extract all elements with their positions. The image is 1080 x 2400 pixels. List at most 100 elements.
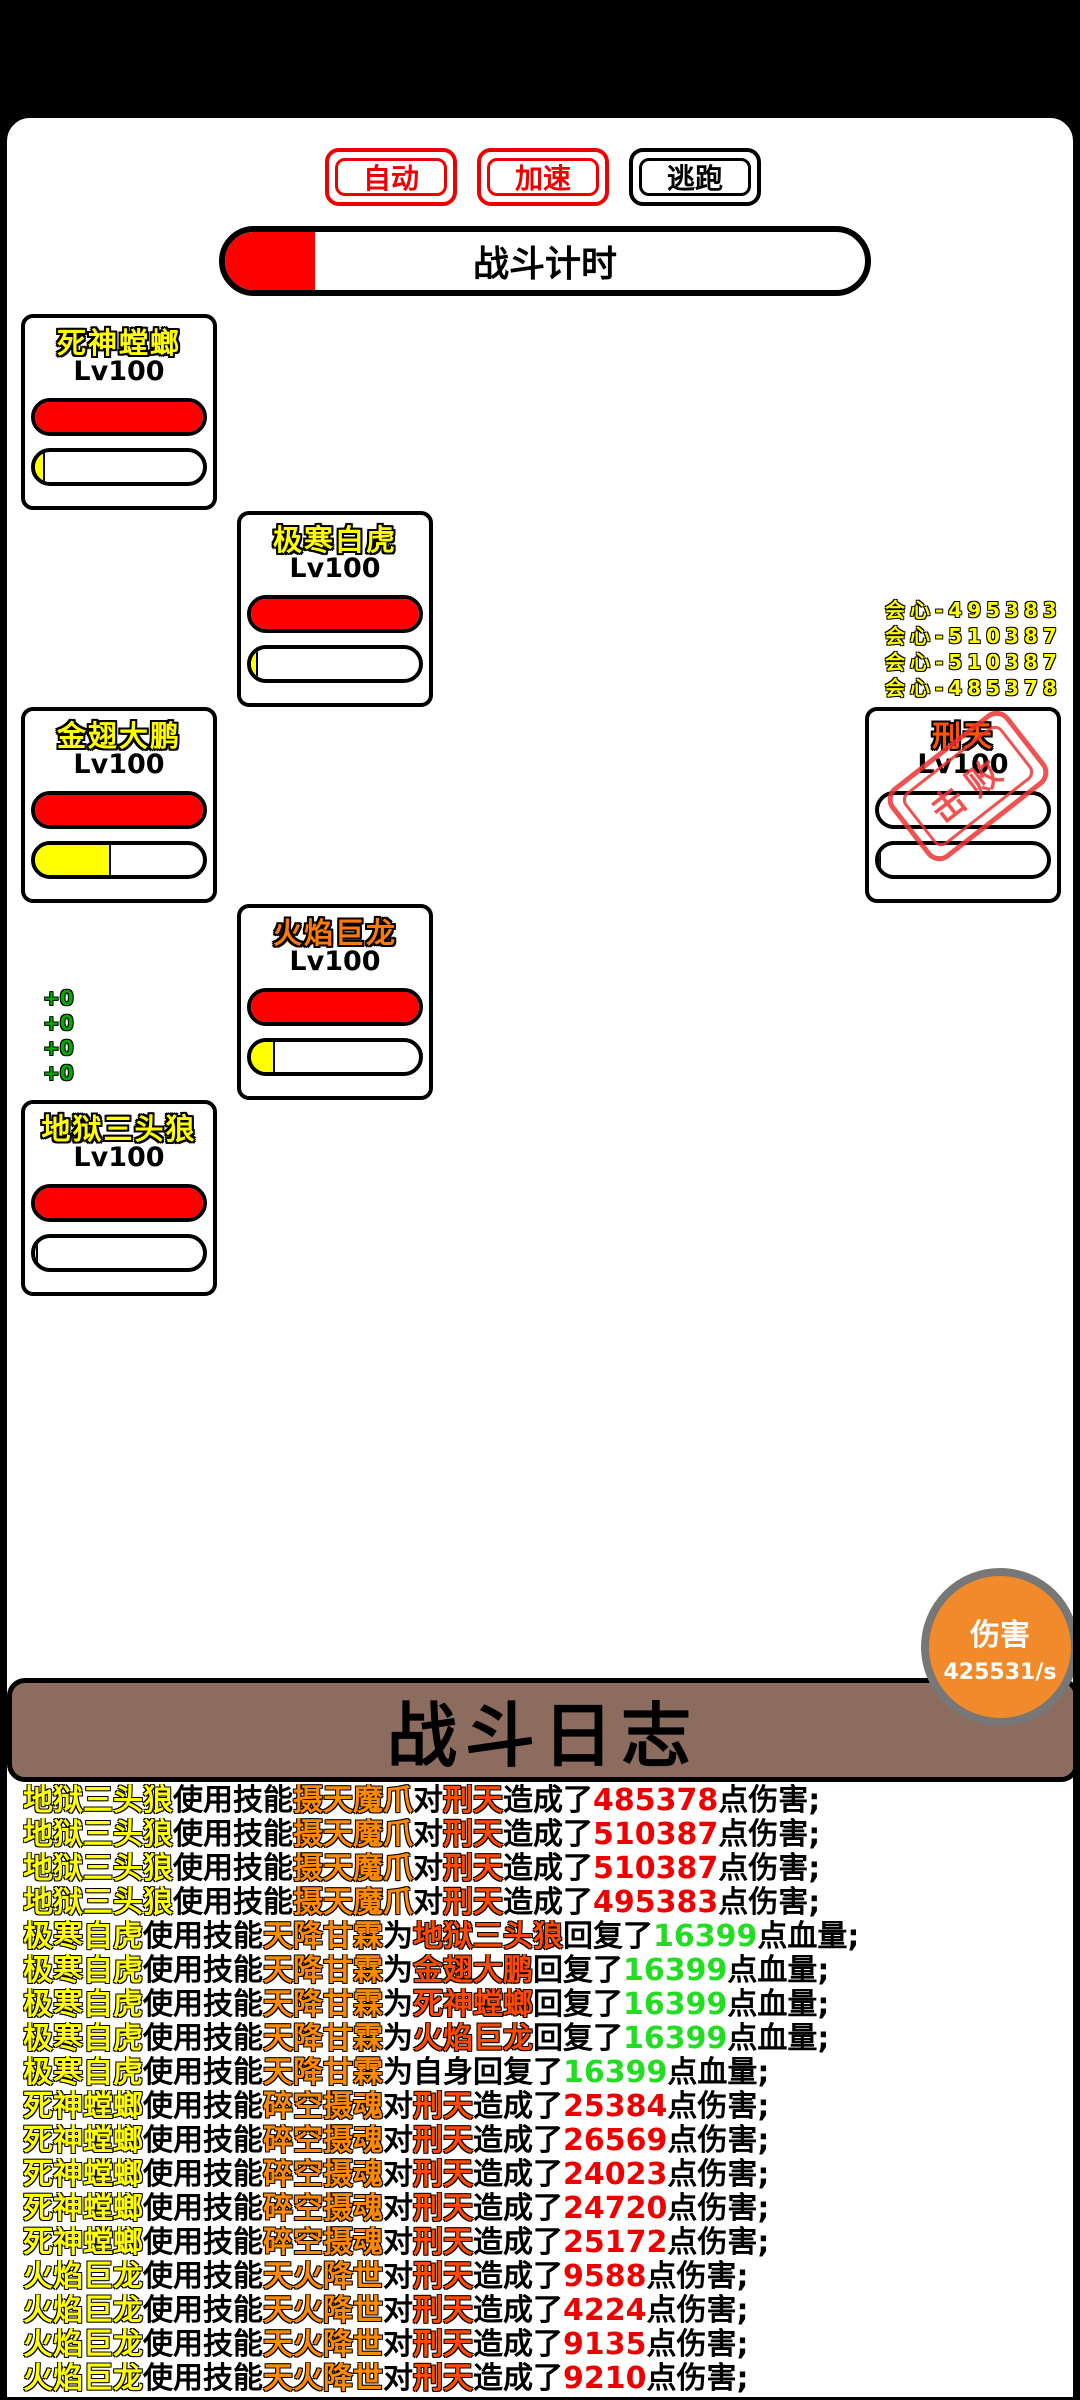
- log-entry: 死神螳螂使用技能碎空摄魂对刑天造成了25172点伤害;: [23, 2226, 1073, 2260]
- log-unit: 点伤害;: [667, 2090, 770, 2124]
- unit-card-golden-roc[interactable]: 金翅大鹏 Lv100: [21, 707, 217, 903]
- log-prep: 对: [383, 2362, 413, 2396]
- log-skill: 碎空摄魂: [263, 2158, 383, 2192]
- log-prep: 对: [383, 2226, 413, 2260]
- log-verb: 使用技能: [173, 1818, 293, 1852]
- heal-popup: +0: [43, 1011, 74, 1035]
- log-actor: 极寒自虎: [23, 1954, 143, 1988]
- log-actor: 地狱三头狼: [23, 1784, 173, 1818]
- log-unit: 点血量;: [727, 1954, 830, 1988]
- log-action: 造成了: [473, 2090, 563, 2124]
- log-verb: 使用技能: [143, 2056, 263, 2090]
- unit-card-death-mantis[interactable]: 死神螳螂 Lv100: [21, 314, 217, 510]
- log-amount: 16399: [653, 1920, 758, 1954]
- log-skill: 摄天魔爪: [293, 1852, 413, 1886]
- enemy-hp-bar: [875, 791, 1051, 829]
- log-target: 刑天: [413, 2328, 473, 2362]
- unit-level: Lv100: [73, 1142, 165, 1173]
- log-target: 金翅大鹏: [413, 1954, 533, 1988]
- log-action: 造成了: [503, 1886, 593, 1920]
- log-skill: 摄天魔爪: [293, 1818, 413, 1852]
- log-target: 刑天: [413, 2362, 473, 2396]
- hp-bar: [247, 595, 423, 633]
- log-amount: 4224: [563, 2294, 647, 2328]
- log-action: 造成了: [473, 2362, 563, 2396]
- log-actor: 地狱三头狼: [23, 1886, 173, 1920]
- log-unit: 点伤害;: [646, 2260, 749, 2294]
- dps-button[interactable]: 伤害 425531/s: [921, 1568, 1073, 1726]
- log-skill: 摄天魔爪: [293, 1886, 413, 1920]
- log-prep: 为: [383, 2022, 413, 2056]
- log-skill: 碎空摄魂: [263, 2124, 383, 2158]
- crit-damage-popup: 会心-510387: [885, 624, 1062, 648]
- log-actor: 火焰巨龙: [23, 2294, 143, 2328]
- hp-bar: [247, 988, 423, 1026]
- log-skill: 天降甘霖: [263, 1988, 383, 2022]
- hp-bar: [31, 1184, 207, 1222]
- flee-button[interactable]: 逃跑: [629, 148, 761, 206]
- log-skill: 天降甘霖: [263, 2056, 383, 2090]
- log-prep: 对: [413, 1886, 443, 1920]
- log-verb: 使用技能: [143, 2260, 263, 2294]
- speed-up-button[interactable]: 加速: [477, 148, 609, 206]
- log-skill: 天火降世: [263, 2362, 383, 2396]
- log-amount: 24023: [563, 2158, 668, 2192]
- log-verb: 使用技能: [143, 2192, 263, 2226]
- unit-name: 火焰巨龙: [272, 916, 397, 950]
- log-target: 刑天: [413, 2090, 473, 2124]
- battle-timer: 战斗计时: [219, 226, 871, 296]
- log-entry: 死神螳螂使用技能碎空摄魂对刑天造成了24023点伤害;: [23, 2158, 1073, 2192]
- unit-name: 金翅大鹏: [56, 719, 181, 753]
- enemy-level: Lv100: [917, 749, 1009, 780]
- hp-bar-fill: [35, 402, 203, 432]
- log-action: 造成了: [503, 1784, 593, 1818]
- unit-name: 极寒白虎: [272, 523, 397, 557]
- unit-name: 地狱三头狼: [41, 1112, 197, 1146]
- battle-timer-label: 战斗计时: [472, 244, 617, 285]
- energy-bar-fill: [251, 1042, 275, 1072]
- hp-bar: [31, 791, 207, 829]
- log-amount: 510387: [593, 1852, 719, 1886]
- log-amount: 16399: [623, 1954, 728, 1988]
- log-skill: 碎空摄魂: [263, 2192, 383, 2226]
- heal-popup: +0: [43, 1036, 74, 1060]
- battle-log-list[interactable]: 地狱三头狼使用技能摄天魔爪对刑天造成了485378点伤害;地狱三头狼使用技能摄天…: [23, 1784, 1073, 2396]
- log-actor: 地狱三头狼: [23, 1852, 173, 1886]
- log-verb: 使用技能: [143, 2328, 263, 2362]
- enemy-energy-bar: [875, 841, 1051, 879]
- log-verb: 使用技能: [143, 2226, 263, 2260]
- energy-bar: [247, 1038, 423, 1076]
- log-entry: 死神螳螂使用技能碎空摄魂对刑天造成了26569点伤害;: [23, 2124, 1073, 2158]
- log-actor: 地狱三头狼: [23, 1818, 173, 1852]
- log-verb: 使用技能: [143, 1920, 263, 1954]
- log-prep: 对: [383, 2090, 413, 2124]
- log-unit: 点伤害;: [718, 1852, 821, 1886]
- log-unit: 点血量;: [727, 2022, 830, 2056]
- unit-card-frost-tiger[interactable]: 极寒白虎 Lv100: [237, 511, 433, 707]
- log-prep: 对: [413, 1784, 443, 1818]
- log-action: 造成了: [473, 2158, 563, 2192]
- log-prep: 为: [383, 1988, 413, 2022]
- auto-button[interactable]: 自动: [325, 148, 457, 206]
- log-amount: 510387: [593, 1818, 719, 1852]
- log-action: 回复了: [563, 1920, 653, 1954]
- unit-card-hell-wolf[interactable]: 地狱三头狼 Lv100: [21, 1100, 217, 1296]
- log-amount: 26569: [563, 2124, 668, 2158]
- log-verb: 使用技能: [173, 1852, 293, 1886]
- log-entry: 极寒自虎使用技能天降甘霖为火焰巨龙回复了16399点血量;: [23, 2022, 1073, 2056]
- log-target: 刑天: [413, 2124, 473, 2158]
- log-prep: 为: [383, 1954, 413, 1988]
- unit-card-fire-dragon[interactable]: 火焰巨龙 Lv100: [237, 904, 433, 1100]
- log-target: 地狱三头狼: [413, 1920, 563, 1954]
- energy-bar: [247, 645, 423, 683]
- log-skill: 天火降世: [263, 2328, 383, 2362]
- log-amount: 24720: [563, 2192, 668, 2226]
- log-action: 造成了: [473, 2260, 563, 2294]
- log-prep: 为: [383, 2056, 413, 2090]
- hp-bar-fill: [251, 992, 419, 1022]
- log-actor: 火焰巨龙: [23, 2328, 143, 2362]
- log-skill: 碎空摄魂: [263, 2226, 383, 2260]
- log-unit: 点伤害;: [718, 1886, 821, 1920]
- log-entry: 火焰巨龙使用技能天火降世对刑天造成了9135点伤害;: [23, 2328, 1073, 2362]
- enemy-card-xingtian[interactable]: 刑天 Lv100 击败: [865, 704, 1061, 903]
